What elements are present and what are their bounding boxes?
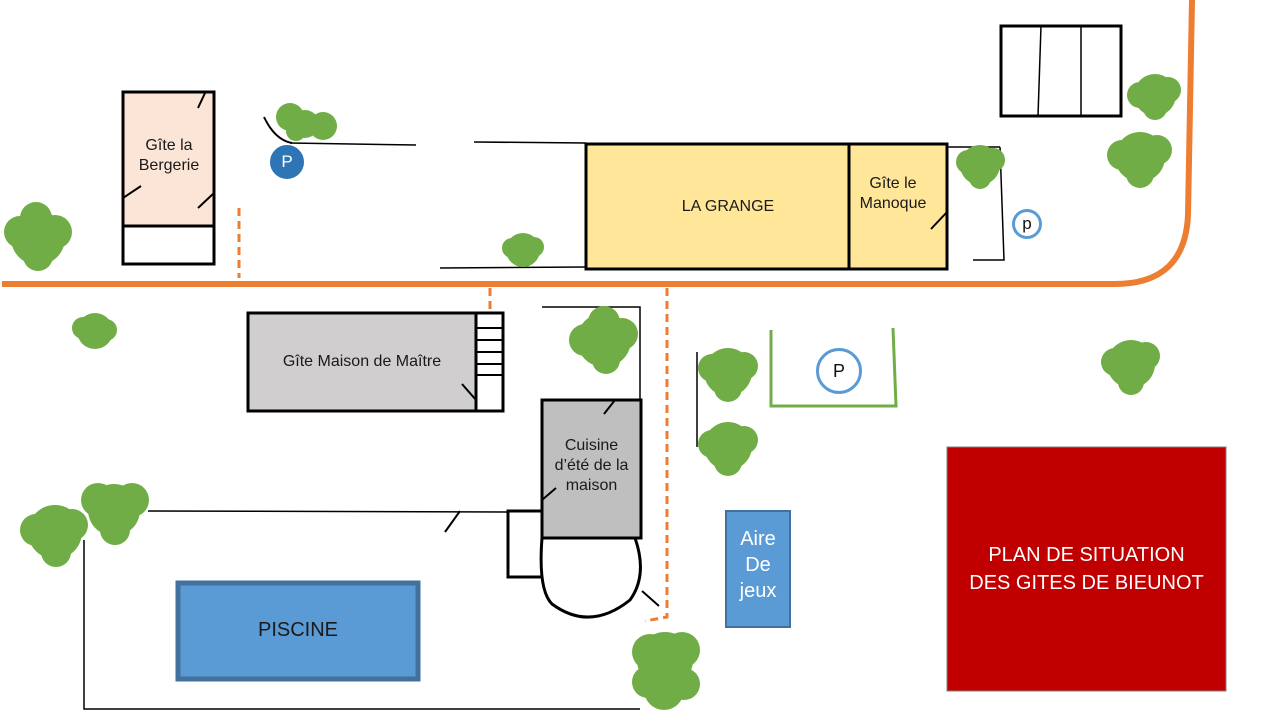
pool-enclosure	[147, 510, 509, 513]
door-mark	[603, 399, 616, 415]
boundary-line	[542, 306, 641, 399]
label-grange: LA GRANGE	[681, 198, 775, 215]
boundary-line	[439, 266, 587, 269]
title-line-1: PLAN DE SITUATION	[988, 544, 1185, 566]
label-bergerie: Gîte la Bergerie	[138, 137, 200, 174]
door-mark	[641, 590, 660, 607]
tree-icon	[1127, 74, 1181, 120]
main-road	[2, 0, 1195, 287]
tree-icon	[1101, 340, 1160, 395]
label-aire-de-jeux: Aire De jeux	[726, 526, 790, 604]
pool-enclosure	[83, 540, 640, 710]
tree-icon	[20, 505, 88, 567]
door-mark	[541, 487, 557, 501]
la-grange	[584, 142, 949, 271]
staircase	[474, 311, 505, 413]
gite-maison-maitre	[246, 311, 478, 413]
boundary-line	[473, 141, 587, 144]
door-mark	[197, 92, 206, 109]
garage-block	[999, 24, 1123, 118]
parking-icon: P	[816, 348, 862, 394]
cuisine-ete	[540, 398, 643, 540]
label-piscine: PISCINE	[257, 619, 339, 641]
gite-bergerie-annex	[121, 224, 216, 266]
garage-divider	[1037, 25, 1042, 117]
tree-icon	[502, 233, 544, 267]
door-mark	[930, 211, 948, 230]
title-line-2: DES GITES DE BIEUNOT	[969, 572, 1204, 594]
door-mark	[197, 192, 215, 209]
tree-icon	[1107, 132, 1172, 188]
boundary-line	[973, 146, 1005, 261]
aire-de-jeux-line-3: jeux	[739, 580, 777, 602]
gate-mark	[444, 510, 461, 533]
door-mark	[122, 185, 142, 199]
label-maison-maitre: Gîte Maison de Maître	[282, 353, 442, 370]
tree-icon	[698, 422, 758, 476]
tree-icon	[276, 103, 337, 141]
cuisine-round-annex	[539, 536, 642, 619]
parking-icon: p	[1012, 209, 1042, 239]
door-mark	[461, 383, 477, 401]
footpath-cuisine	[644, 288, 669, 623]
boundary-line	[289, 142, 417, 146]
label-manoque: Gîte le Manoque	[859, 175, 927, 212]
tree-icon	[4, 202, 72, 271]
aire-de-jeux	[725, 510, 791, 628]
tree-icon	[956, 145, 1005, 189]
parking-icon: P	[270, 145, 304, 179]
tree-icon	[632, 632, 700, 710]
aire-de-jeux-line-2: De	[745, 554, 771, 576]
title-block	[946, 446, 1227, 692]
title-text: PLAN DE SITUATION DES GITES DE BIEUNOT	[947, 541, 1226, 597]
piscine	[175, 580, 421, 682]
label-cuisine: Cuisine d’été de la maison	[554, 437, 629, 494]
trees	[4, 74, 1181, 710]
tree-icon	[698, 348, 758, 402]
tree-icon	[81, 483, 149, 545]
tree-icon	[72, 313, 117, 349]
gite-bergerie	[121, 90, 216, 228]
aire-de-jeux-line-1: Aire	[740, 528, 776, 550]
parking-fence	[769, 327, 898, 408]
cuisine-annex	[506, 509, 544, 579]
tree-icon	[569, 306, 638, 374]
boundary-line	[263, 116, 293, 144]
